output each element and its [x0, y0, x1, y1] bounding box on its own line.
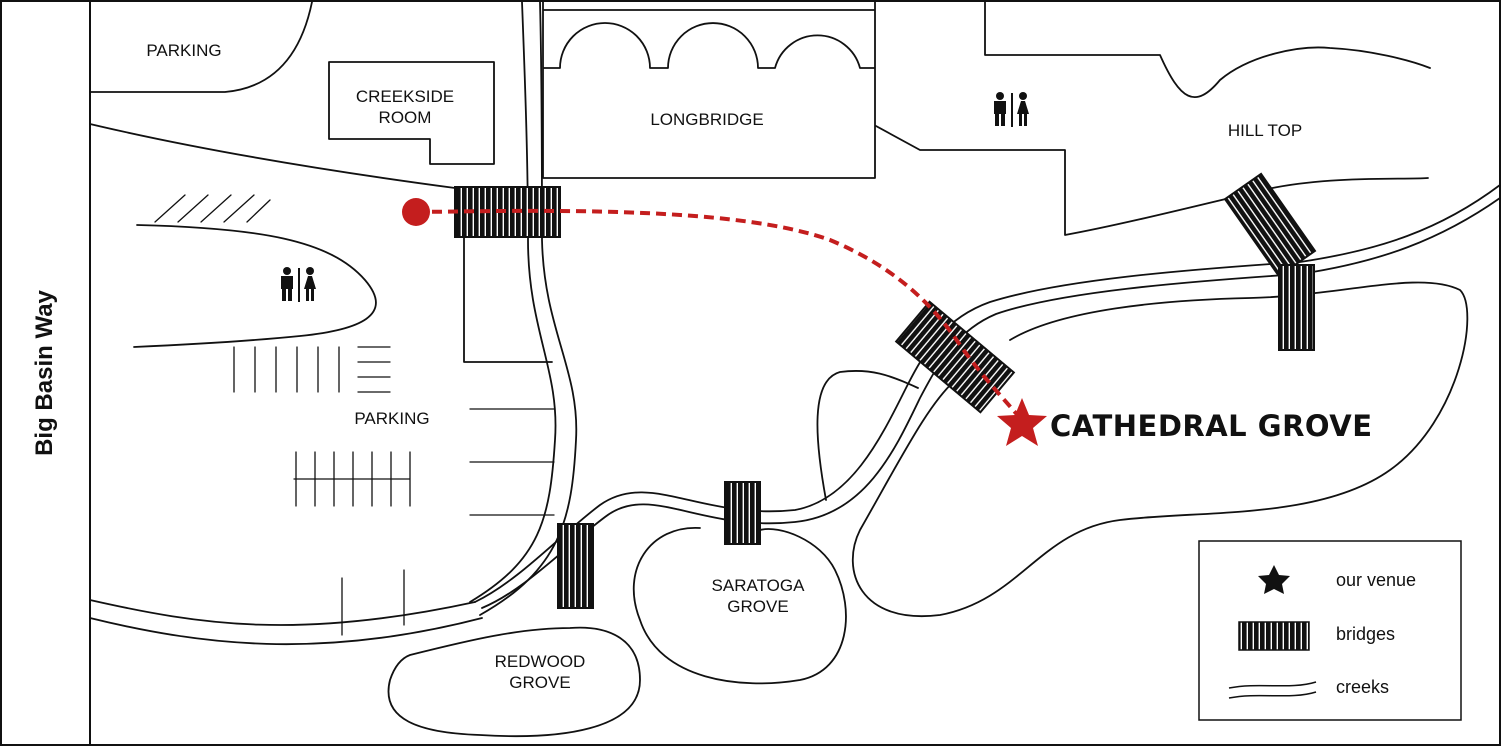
bridge-redwood: [557, 523, 594, 609]
creekside-room-building: [328, 61, 495, 165]
legend: [1198, 540, 1462, 721]
saratoga-grove-area: [632, 527, 847, 685]
lower-path: [89, 599, 476, 626]
parking-stalls: [154, 194, 555, 636]
bridge-icon: [1238, 621, 1310, 651]
saratoga-grove-line2: GROVE: [727, 597, 789, 616]
legend-creeks-label: creeks: [1336, 677, 1390, 697]
hill-top-area: [984, 1, 1431, 98]
legend-bridges-label: bridges: [1336, 624, 1396, 644]
start-point-icon: [402, 198, 430, 226]
redwood-grove-line1: REDWOOD: [494, 652, 586, 671]
saratoga-grove-label: SARATOGA GROVE: [698, 575, 818, 617]
star-icon: [1258, 565, 1290, 594]
creekside-room-line2: ROOM: [378, 108, 432, 127]
bridge-saratoga: [724, 481, 761, 545]
redwood-grove-label: REDWOOD GROVE: [480, 651, 600, 693]
restroom-icon: [281, 267, 316, 302]
parking-main-label: PARKING: [354, 409, 430, 428]
bridge-cathedral: [894, 300, 1016, 414]
parking-top-label: PARKING: [146, 41, 222, 60]
route-line: [415, 208, 1022, 420]
cathedral-grove-area: [851, 281, 1469, 618]
parking-island: [133, 224, 377, 348]
road-name: Big Basin Way: [31, 290, 58, 456]
hill-top-label: HILL TOP: [1227, 121, 1303, 140]
redwood-grove-area: [387, 626, 641, 738]
creekside-room-line1: CREEKSIDE: [355, 87, 455, 106]
small-grove: [816, 369, 919, 501]
bridge-hilltop-lower: [1278, 264, 1315, 351]
legend-venue-label: our venue: [1336, 570, 1417, 590]
upper-path: [89, 123, 456, 189]
center-path: [469, 1, 557, 603]
restroom-icon: [994, 92, 1029, 127]
bridge-hilltop-upper: [1223, 172, 1317, 278]
longbridge-label: LONGBRIDGE: [650, 110, 764, 129]
bridges: [454, 172, 1317, 609]
venue-name: CATHEDRAL GROVE: [1050, 409, 1373, 443]
lower-path: [89, 617, 483, 646]
creekside-room-label: CREEKSIDE ROOM: [350, 86, 460, 128]
restroom-building-top: [875, 125, 1429, 236]
redwood-grove-line2: GROVE: [509, 673, 571, 692]
creek-icon: [1228, 681, 1317, 699]
road-label: Big Basin Way: [0, 0, 90, 746]
star-icon: [997, 398, 1047, 446]
saratoga-grove-line1: SARATOGA: [711, 576, 805, 595]
parking-top-area: [89, 1, 313, 93]
walkway: [463, 237, 553, 363]
longbridge-building: [542, 1, 876, 179]
